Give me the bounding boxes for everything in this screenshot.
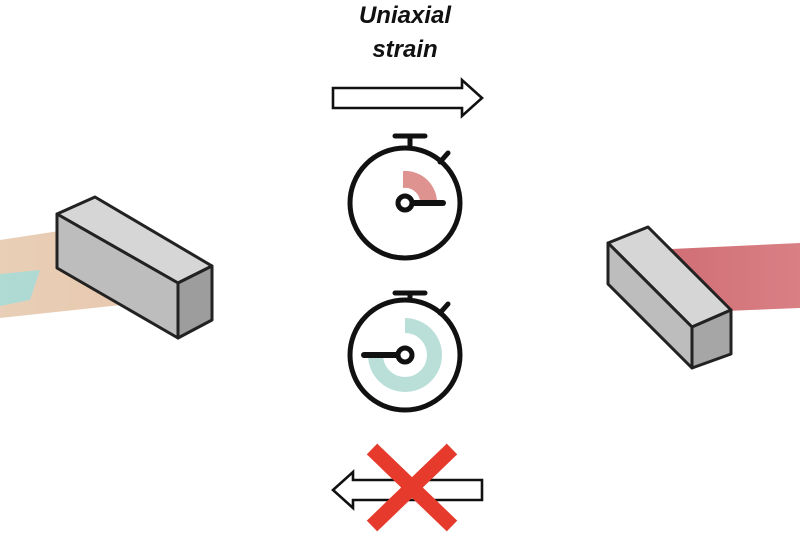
forward-arrow-icon [331,77,484,119]
clamp-right-icon [606,225,733,370]
stopwatch-long-icon [347,290,463,413]
stopwatch-short-icon [347,133,463,261]
caption-line-1: Uniaxial [358,2,452,29]
clamp-left-icon [55,195,214,340]
caption-line-2: strain [372,36,438,63]
cross-icon [366,443,458,532]
